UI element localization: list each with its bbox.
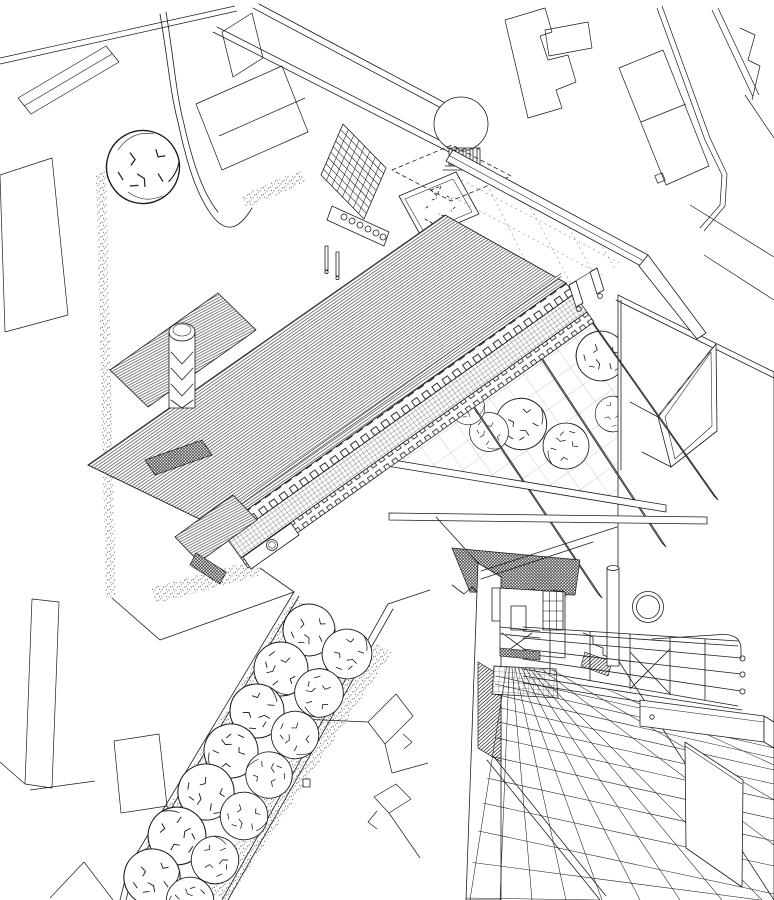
dark-doorway: [189, 552, 227, 585]
entrance-canopy: [174, 494, 258, 585]
building-footprints: [299, 693, 429, 859]
street-avenue: [118, 567, 431, 900]
box-girder: [639, 699, 774, 749]
horizontal-beams: [386, 458, 708, 525]
stair-strip: [144, 439, 213, 476]
site-plaza: [98, 3, 512, 641]
sw-end-wall: [242, 522, 300, 570]
railing-posts: [549, 628, 706, 701]
x-brace: [629, 648, 671, 695]
small-stair: [580, 632, 614, 677]
ne-piers: [568, 267, 605, 312]
mezzanine-floor-tiles: [491, 665, 559, 699]
sphere: [433, 96, 489, 152]
pavilion-posts: [324, 245, 340, 280]
porthole-window: [632, 591, 664, 623]
balcony-railing: [522, 626, 746, 719]
lamp-base: [302, 778, 311, 788]
trellis-grid: [323, 129, 384, 214]
context-streets: [0, 5, 774, 900]
large-tree: [98, 122, 188, 212]
corridor-end-wall: [499, 587, 566, 661]
pavilion-fascia: [326, 205, 390, 247]
interior-right-wall: [617, 294, 774, 900]
floor-joint: [486, 756, 607, 900]
interior-perspective: [435, 516, 774, 900]
pergola-trellis: [320, 123, 390, 280]
fascia-portholes: [340, 213, 387, 241]
chimney: [168, 322, 196, 409]
plaza-motif: [398, 171, 480, 239]
partition-panel: [684, 741, 744, 888]
curved-handrail: [651, 634, 742, 659]
pipe-knob: [739, 688, 746, 695]
glazed-partition: [542, 590, 564, 631]
pipe-knob: [739, 671, 746, 678]
pipe-column: [606, 565, 620, 667]
end-door: [510, 605, 527, 631]
facade-lower-window-row: [240, 311, 595, 569]
clerestory-step: [214, 273, 562, 523]
